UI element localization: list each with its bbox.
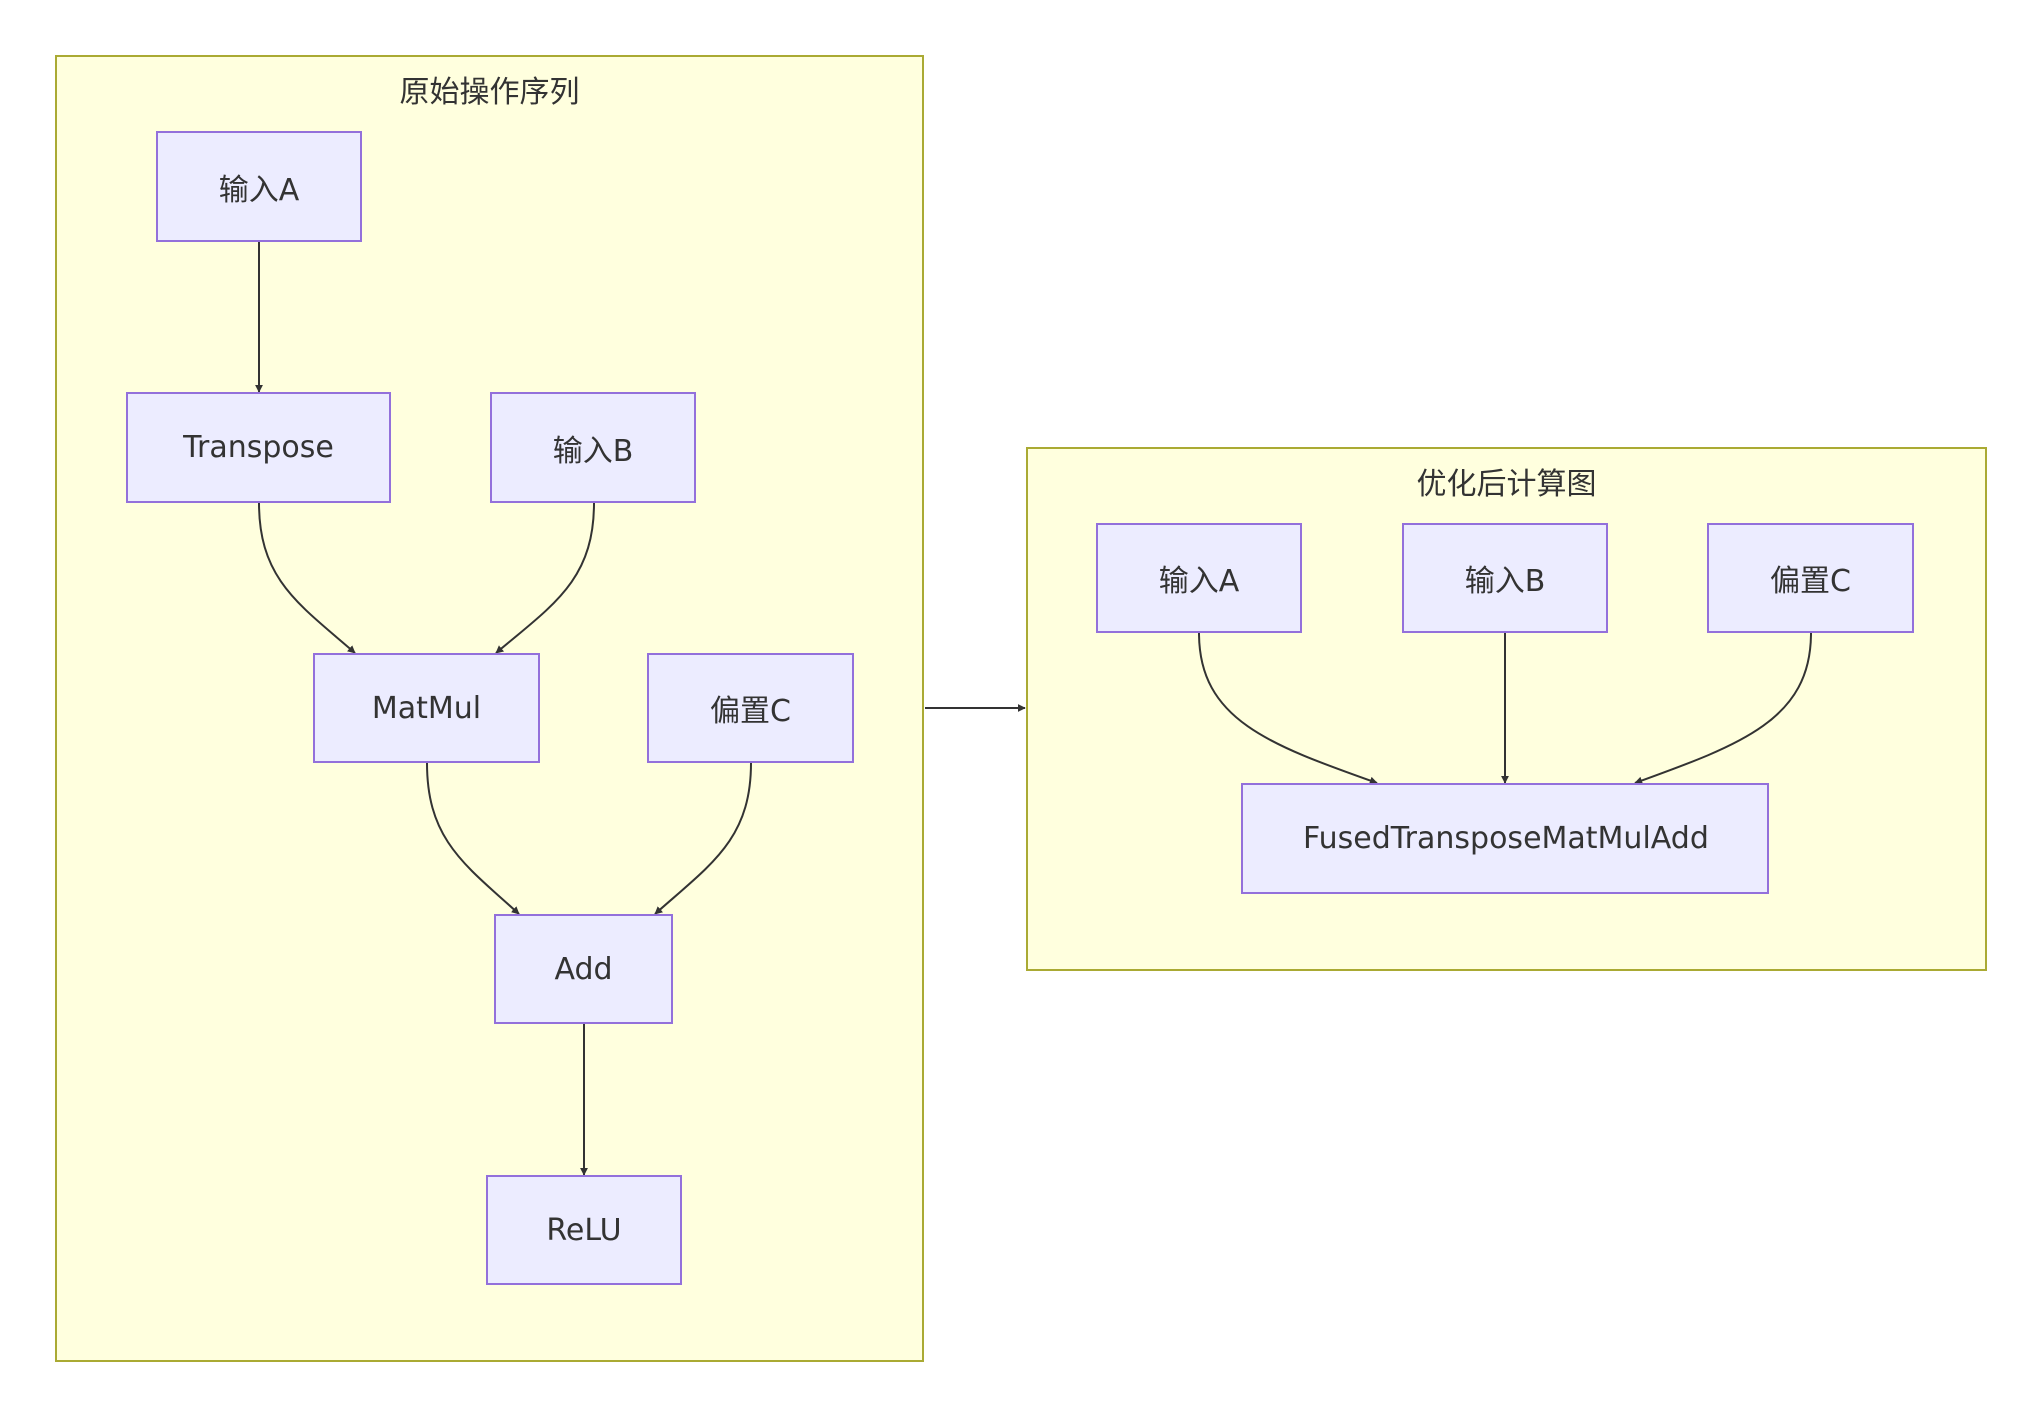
edge-input-a2-to-fused	[1198, 632, 1378, 785]
cluster-title-original: 原始操作序列	[399, 75, 580, 110]
node-label: Transpose	[183, 430, 334, 465]
node-input-b-optimized[interactable]: 输入B	[1402, 523, 1608, 633]
node-label: 偏置C	[710, 694, 791, 729]
node-input-a[interactable]: 输入A	[156, 131, 362, 242]
node-label: 输入B	[552, 433, 634, 469]
edge-bias-c2-to-fused	[1634, 632, 1812, 785]
node-label: MatMul	[371, 690, 482, 726]
node-label: 输入B	[1464, 564, 1546, 599]
node-label: ReLU	[546, 1212, 622, 1248]
node-input-a-optimized[interactable]: 输入A	[1096, 523, 1302, 633]
node-bias-c[interactable]: 偏置C	[647, 653, 854, 763]
node-label: Add	[554, 951, 613, 987]
edge-transpose-to-matmul	[258, 502, 356, 654]
edge-input-b-to-matmul	[495, 502, 595, 654]
node-label: 输入A	[1158, 564, 1240, 599]
edge-bias-c-to-add	[654, 762, 752, 915]
edge-matmul-to-add	[426, 762, 520, 915]
node-matmul[interactable]: MatMul	[313, 653, 540, 763]
node-relu[interactable]: ReLU	[486, 1175, 682, 1285]
node-add[interactable]: Add	[494, 914, 673, 1024]
node-label: FusedTransposeMatMulAddRelu	[1303, 821, 1707, 856]
node-bias-c-optimized[interactable]: 偏置C	[1707, 523, 1914, 633]
cluster-title-optimized: 优化后计算图	[1416, 467, 1597, 502]
node-transpose[interactable]: Transpose	[126, 392, 391, 503]
node-input-b[interactable]: 输入B	[490, 392, 696, 503]
node-label: 偏置C	[1770, 564, 1851, 599]
node-fused-op[interactable]: FusedTransposeMatMulAddRelu	[1241, 783, 1769, 894]
node-label: 输入A	[218, 172, 300, 208]
